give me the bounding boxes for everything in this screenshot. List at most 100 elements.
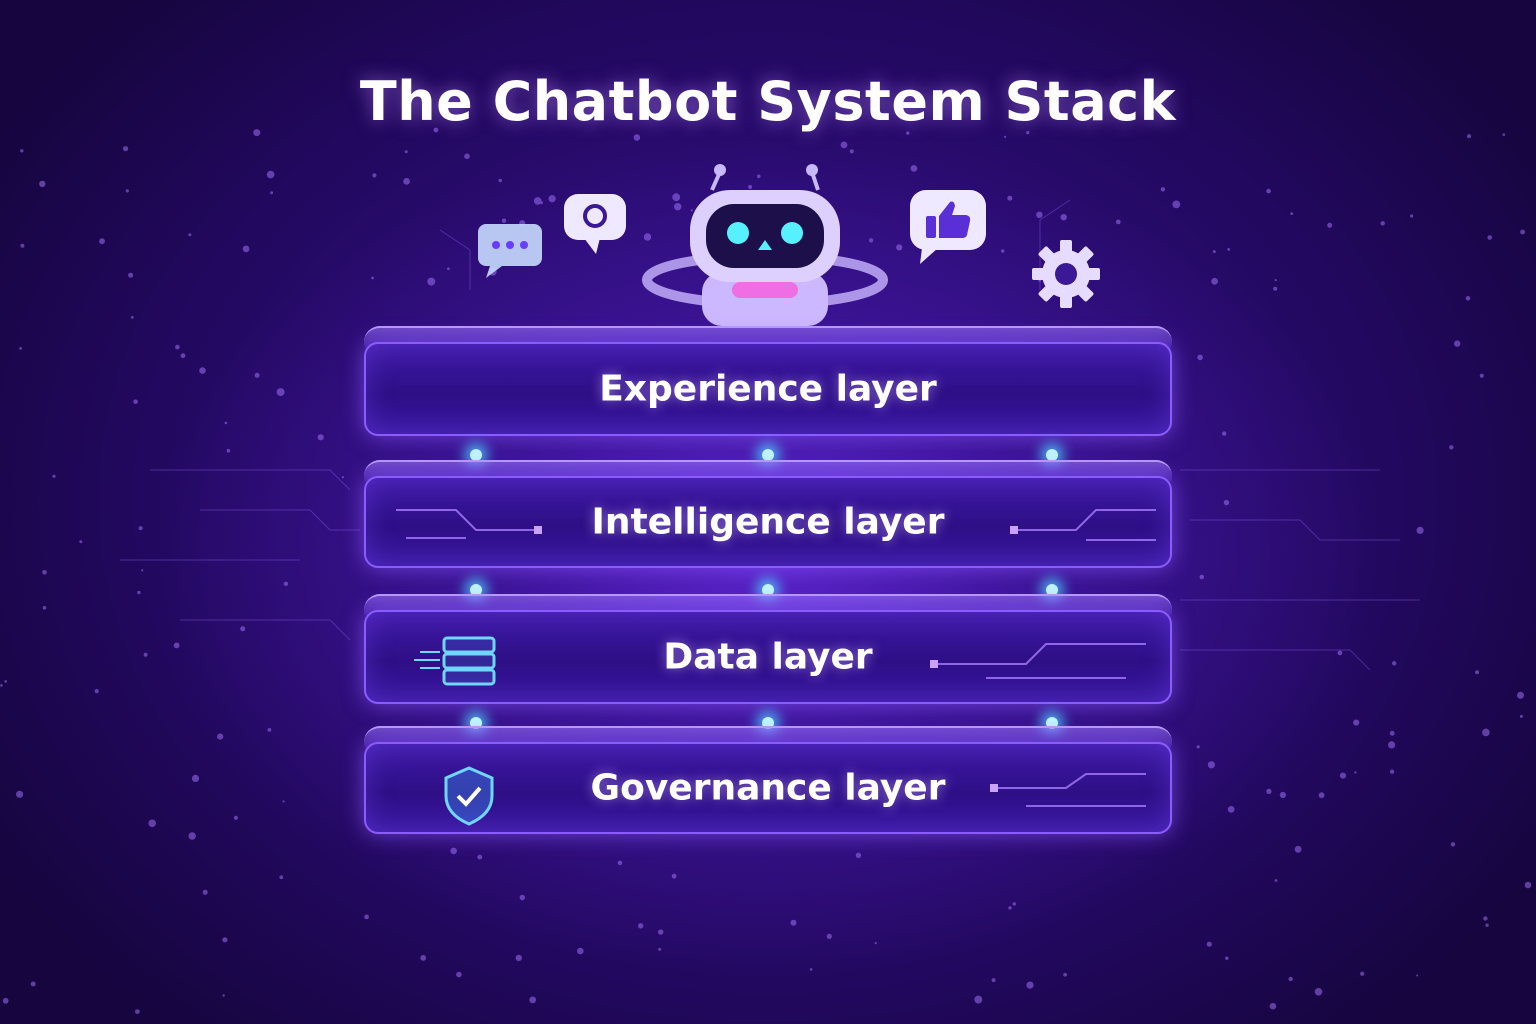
background-dot xyxy=(225,422,228,425)
background-dot xyxy=(43,606,47,610)
thumbs-up-icon xyxy=(908,188,988,266)
data-layer: Data layer xyxy=(364,610,1172,704)
background-dot xyxy=(1290,212,1293,215)
background-dot xyxy=(255,373,260,378)
background-dot xyxy=(1487,235,1492,240)
background-dot xyxy=(1485,924,1488,927)
background-dot xyxy=(529,997,536,1004)
background-dot xyxy=(638,923,643,928)
background-dot xyxy=(217,734,223,740)
background-dot xyxy=(427,278,435,286)
background-dot xyxy=(3,998,9,1004)
background-dot xyxy=(1381,221,1385,225)
background-dot xyxy=(1338,651,1343,656)
background-dot xyxy=(1211,278,1218,285)
background-dot xyxy=(791,920,797,926)
background-dot xyxy=(1390,770,1394,774)
background-dot xyxy=(856,853,861,858)
background-dot xyxy=(1227,248,1230,251)
background-dot xyxy=(1197,355,1203,361)
background-dot xyxy=(126,189,129,192)
background-dot xyxy=(1172,201,1180,209)
background-dot xyxy=(1222,431,1226,435)
background-dot xyxy=(39,181,45,187)
background-dot xyxy=(1392,661,1396,665)
background-dot xyxy=(318,434,324,440)
background-dot xyxy=(133,399,138,404)
background-dot xyxy=(1454,340,1460,346)
background-dot xyxy=(1390,731,1395,736)
background-dot xyxy=(1449,445,1453,449)
background-dot xyxy=(1503,133,1506,136)
background-dot xyxy=(1275,879,1278,882)
background-dot xyxy=(20,244,24,248)
background-dot xyxy=(189,832,196,839)
background-dot xyxy=(1520,715,1523,718)
intelligence-layer: Intelligence layer xyxy=(364,476,1172,568)
background-dot xyxy=(1280,792,1286,798)
background-dot xyxy=(243,246,250,253)
background-dot xyxy=(1295,846,1302,853)
background-dot xyxy=(1008,906,1011,909)
background-dot xyxy=(1004,136,1006,138)
background-dot xyxy=(1467,134,1471,138)
background-dot xyxy=(405,150,408,153)
background-dot xyxy=(810,968,813,971)
background-dot xyxy=(174,643,180,649)
background-dot xyxy=(403,178,410,185)
background-dot xyxy=(95,689,99,693)
background-dot xyxy=(1410,214,1413,217)
background-dot xyxy=(19,347,22,350)
background-dot xyxy=(549,195,556,202)
background-dot xyxy=(364,915,369,920)
background-dot xyxy=(911,165,918,172)
background-dot xyxy=(1270,1003,1277,1010)
background-dot xyxy=(1225,957,1228,960)
background-dot xyxy=(1451,842,1455,846)
background-dot xyxy=(634,134,641,141)
background-dot xyxy=(1273,287,1277,291)
background-dot xyxy=(277,388,285,396)
background-dot xyxy=(1013,902,1016,905)
background-dot xyxy=(4,680,7,683)
background-dot xyxy=(1483,916,1487,920)
gear-icon xyxy=(1030,238,1102,310)
governance-layer: Governance layer xyxy=(364,742,1172,834)
background-dot xyxy=(0,684,3,687)
background-dot xyxy=(992,978,996,982)
background-dot xyxy=(148,820,156,828)
background-dot xyxy=(181,353,186,358)
background-dot xyxy=(283,800,285,802)
background-dot xyxy=(192,775,199,782)
background-dot xyxy=(199,367,206,374)
background-dot xyxy=(827,934,832,939)
background-dot xyxy=(1200,575,1205,580)
background-dot xyxy=(42,570,47,575)
background-dot xyxy=(1036,212,1042,218)
background-dot xyxy=(1026,982,1033,989)
background-dot xyxy=(1266,189,1271,194)
background-dot xyxy=(1353,720,1359,726)
background-dot xyxy=(516,955,522,961)
background-dot xyxy=(16,791,23,798)
background-dot xyxy=(456,972,462,978)
background-dot xyxy=(896,244,902,250)
background-dot xyxy=(498,179,502,183)
background-dot xyxy=(1466,296,1471,301)
background-dot xyxy=(79,540,82,543)
background-dot xyxy=(1213,250,1216,253)
background-dot xyxy=(1224,500,1229,505)
intelligence-layer-label: Intelligence layer xyxy=(366,502,1170,543)
background-dot xyxy=(371,277,374,280)
background-dot xyxy=(974,996,982,1004)
background-dot xyxy=(1275,279,1277,281)
background-dot xyxy=(222,937,227,942)
background-dot xyxy=(188,233,191,236)
background-dot xyxy=(139,526,143,530)
background-dot xyxy=(268,728,272,732)
background-dot xyxy=(1475,670,1479,674)
background-dot xyxy=(420,955,426,961)
background-dot xyxy=(534,197,542,205)
background-dot xyxy=(540,201,543,204)
background-dot xyxy=(1197,745,1200,748)
